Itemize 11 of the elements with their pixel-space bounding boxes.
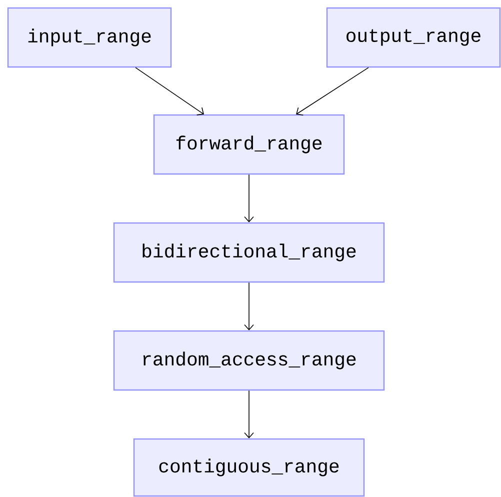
arrow — [244, 390, 254, 438]
arrow — [244, 282, 254, 330]
range-box: bidirectional_range — [113, 222, 385, 283]
range-box: output_range — [326, 7, 501, 68]
arrow — [135, 67, 204, 116]
range-box: random_access_range — [113, 330, 385, 391]
range-box: contiguous_range — [133, 438, 365, 497]
range-box: input_range — [7, 7, 172, 68]
range-box: forward_range — [153, 114, 345, 175]
arrow — [244, 174, 254, 222]
arrow — [296, 67, 369, 116]
